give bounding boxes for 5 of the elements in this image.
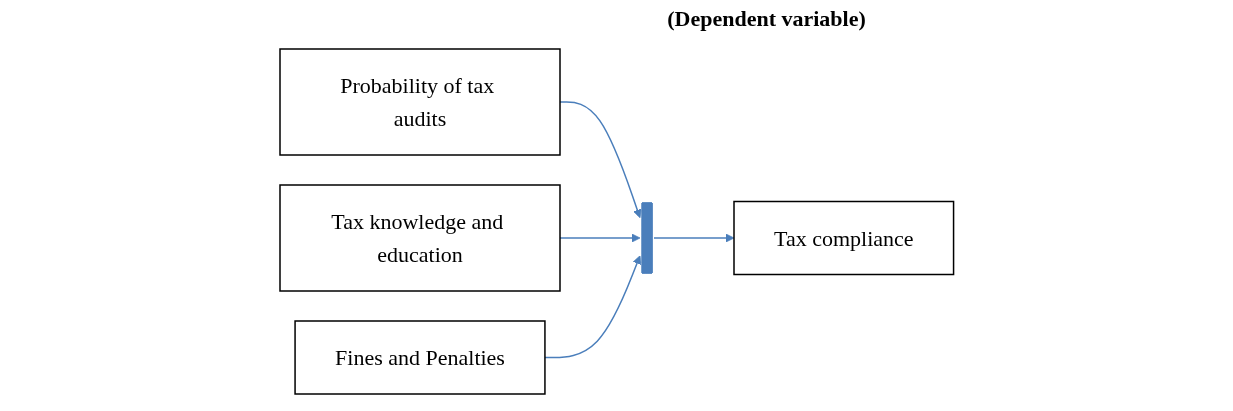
- node-box: Fines and Penalties: [294, 320, 546, 395]
- node-box: Probability of tax audits: [278, 48, 561, 156]
- variable-heading: (Dependent variable): [667, 6, 866, 32]
- node-box: Tax compliance: [732, 200, 955, 276]
- node-box: Tax knowledge and education: [278, 184, 561, 292]
